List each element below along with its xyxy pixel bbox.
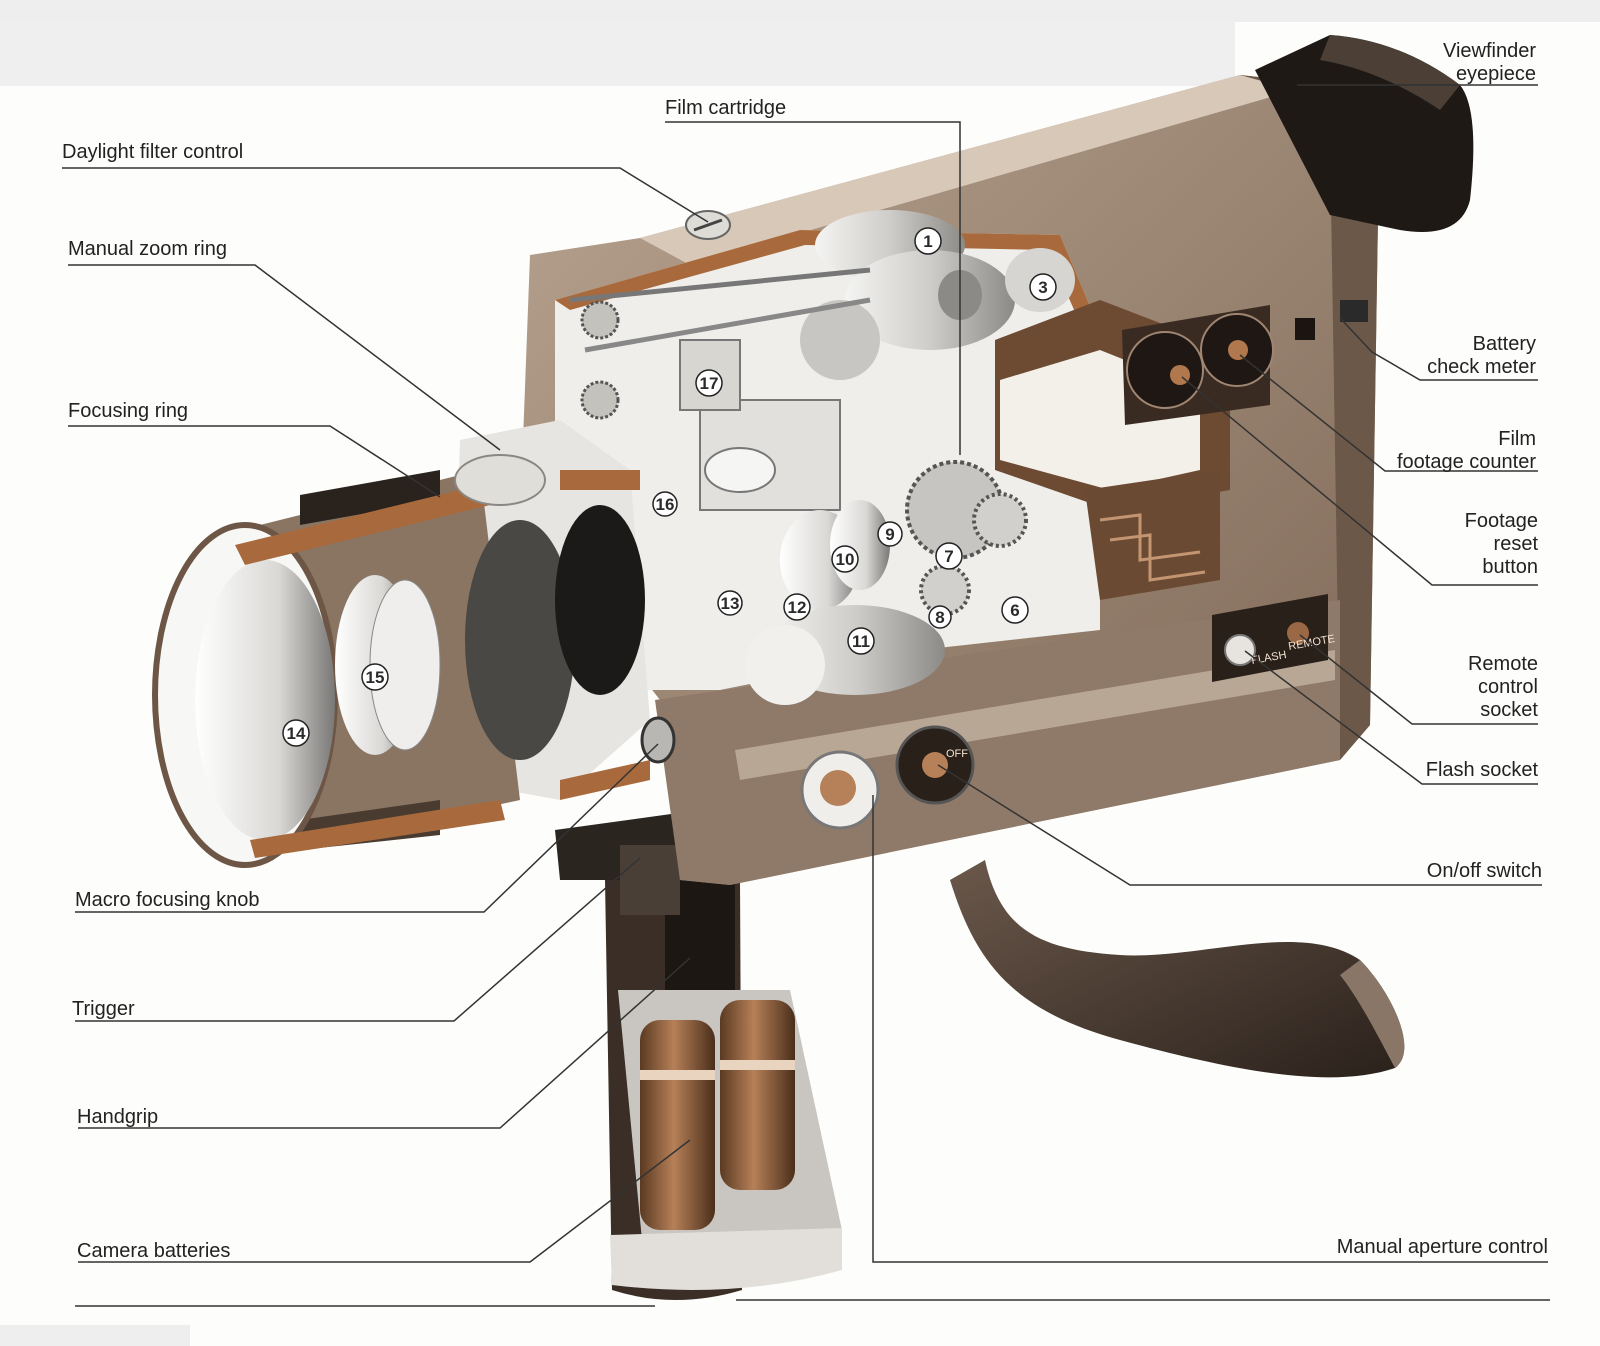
label-manual-aperture-control: Manual aperture control [1336, 1236, 1548, 1258]
leader-film-footage-counter [1239, 354, 1538, 472]
part-number-9-text: 9 [885, 525, 894, 544]
part-number-8-text: 8 [935, 608, 944, 627]
part-number-13-text: 13 [721, 594, 740, 613]
label-on-off-switch: On/off switch [1426, 860, 1542, 882]
trigger-block [555, 810, 700, 915]
part-number-16-text: 16 [656, 495, 675, 514]
label-remote-control-socket-line1: Remote [1467, 653, 1538, 675]
part-number-3-text: 3 [1038, 278, 1047, 297]
part-number-12: 12 [783, 593, 811, 621]
part-number-6: 6 [1001, 596, 1029, 624]
label-flash-socket: Flash socket [1425, 759, 1538, 781]
part-number-7-text: 7 [944, 547, 953, 566]
part-number-10: 10 [831, 545, 859, 573]
label-daylight-filter-control: Daylight filter control [62, 141, 244, 163]
bottom-margin-band [0, 1325, 190, 1346]
part-number-15: 15 [361, 663, 389, 691]
label-remote-control-socket: Remote control socket [1468, 653, 1538, 722]
battery-cells [640, 1000, 795, 1230]
leader-manual-zoom-ring [68, 264, 501, 451]
daylight-filter-screw [685, 210, 731, 240]
label-battery-check-meter: Battery check meter [1427, 333, 1536, 379]
leader-macro-focusing-knob [75, 743, 659, 913]
label-film-cartridge: Film cartridge [665, 97, 787, 119]
part-number-7: 7 [935, 542, 963, 570]
lower-knobs: OFF [640, 716, 975, 830]
part-numbers: 1 3 17 16 9 10 7 12 13 6 8 11 15 14 [282, 227, 1057, 747]
part-number-17-text: 17 [700, 374, 719, 393]
leader-focusing-ring [68, 425, 441, 498]
part-number-9: 9 [877, 521, 903, 547]
label-film-footage-counter-line1: Film [1498, 428, 1536, 450]
leader-remote-control-socket [1299, 634, 1538, 725]
top-margin-band [0, 0, 1600, 22]
part-number-11-text: 11 [852, 632, 870, 651]
part-number-10-text: 10 [836, 550, 855, 569]
label-handgrip: Handgrip [77, 1106, 159, 1128]
label-viewfinder-eyepiece: Viewfinder eyepiece [1443, 40, 1536, 86]
part-number-1: 1 [914, 227, 942, 255]
label-film-footage-counter: Film footage counter [1397, 428, 1536, 474]
part-number-6-text: 6 [1010, 601, 1019, 620]
leader-trigger [75, 857, 641, 1022]
label-trigger: Trigger [72, 998, 135, 1020]
label-battery-check-meter-line2: check meter [1427, 356, 1536, 378]
label-manual-zoom-ring: Manual zoom ring [68, 238, 227, 260]
leader-camera-batteries [78, 1139, 691, 1263]
leader-daylight-filter-control [62, 167, 709, 223]
label-footage-reset-button-line2: reset [1493, 533, 1538, 555]
leader-film-cartridge [665, 121, 961, 455]
hand-strap [950, 860, 1405, 1078]
leader-battery-check-meter [1339, 317, 1538, 381]
label-battery-check-meter-line1: Battery [1472, 333, 1536, 355]
part-number-15-text: 15 [366, 668, 385, 687]
part-number-11: 11 [847, 627, 875, 655]
label-footage-reset-button-line3: button [1482, 556, 1538, 578]
bottom-rule [75, 1299, 1550, 1307]
top-margin-band-left [0, 22, 1235, 86]
label-footage-reset-button: Footage reset button [1465, 510, 1538, 579]
part-number-3: 3 [1029, 273, 1057, 301]
label-footage-reset-button-line1: Footage [1464, 510, 1538, 532]
part-number-12-text: 12 [788, 598, 807, 617]
label-camera-batteries: Camera batteries [77, 1240, 231, 1262]
label-remote-control-socket-line2: control [1477, 676, 1538, 698]
part-number-8: 8 [928, 605, 952, 629]
part-number-16: 16 [652, 491, 678, 517]
control-panel: FLASH REMOTE [1122, 300, 1368, 682]
part-number-13: 13 [717, 590, 743, 616]
leader-on-off-switch [937, 764, 1542, 886]
leader-manual-aperture-control [872, 795, 1548, 1263]
label-remote-control-socket-line3: socket [1480, 699, 1538, 721]
part-number-14: 14 [282, 719, 310, 747]
leader-footage-reset-button [1181, 376, 1538, 586]
label-macro-focusing-knob: Macro focusing knob [75, 889, 260, 911]
label-focusing-ring: Focusing ring [68, 400, 189, 422]
part-number-14-text: 14 [287, 724, 306, 743]
lens-barrel [152, 420, 650, 868]
off-knob-text: OFF [946, 748, 968, 760]
leader-lines [62, 84, 1550, 1307]
label-viewfinder-eyepiece-line1: Viewfinder [1442, 40, 1536, 62]
part-number-17: 17 [695, 369, 723, 397]
label-viewfinder-eyepiece-line2: eyepiece [1455, 63, 1536, 85]
interior-cutaway [555, 210, 1230, 705]
leader-handgrip [78, 957, 691, 1129]
part-number-1-text: 1 [923, 232, 932, 251]
leader-flash-socket [1244, 650, 1538, 785]
label-film-footage-counter-line2: footage counter [1397, 451, 1536, 473]
